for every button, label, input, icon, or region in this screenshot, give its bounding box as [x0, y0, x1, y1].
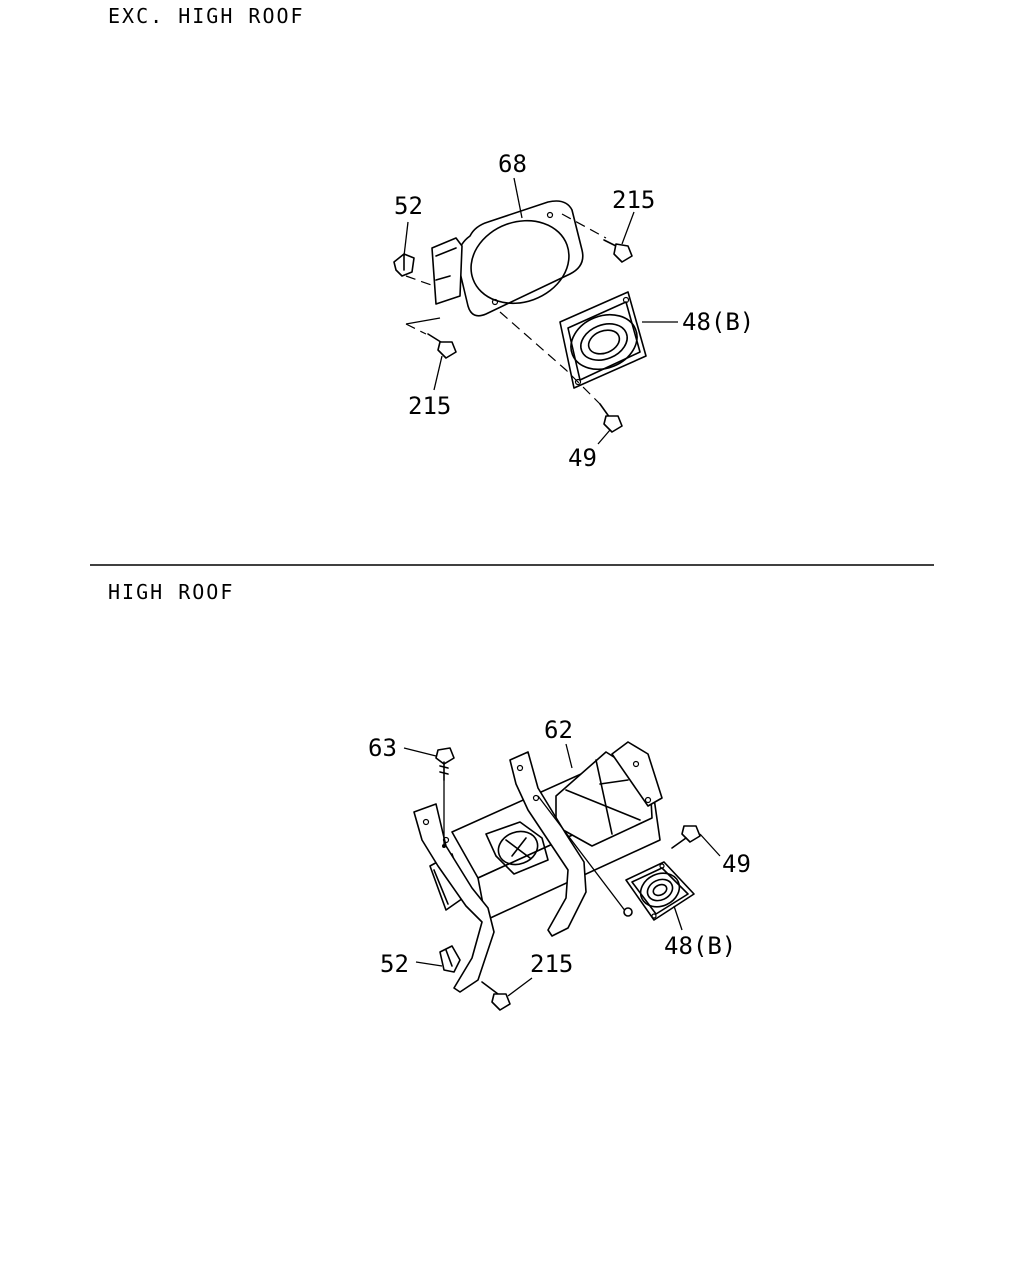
label-48b-bottom: 48(B)	[664, 932, 736, 960]
label-48b-top: 48(B)	[682, 308, 754, 336]
speaker-48b-bottom	[625, 861, 695, 921]
leader-52	[403, 221, 409, 257]
leader-49	[699, 833, 721, 857]
section-heading-high-roof: HIGH ROOF	[108, 580, 234, 604]
screw-215-bottom	[481, 981, 511, 1011]
alignment-line	[405, 323, 427, 335]
alignment-line	[561, 213, 607, 239]
screw-215-top-right	[603, 239, 633, 263]
label-68: 68	[498, 150, 527, 178]
label-215-top: 215	[612, 186, 655, 214]
label-49-bottom: 49	[722, 850, 751, 878]
leader-52	[415, 961, 443, 967]
section-heading-exc-high-roof: EXC. HIGH ROOF	[108, 4, 305, 28]
alignment-point	[442, 844, 446, 848]
label-62: 62	[544, 716, 573, 744]
leader-48b	[673, 905, 683, 931]
label-63: 63	[368, 734, 397, 762]
label-215-bottom: 215	[408, 392, 451, 420]
leader-215	[433, 355, 443, 391]
alignment-line	[405, 317, 441, 325]
leader-63	[403, 747, 437, 757]
label-215-bottom-section: 215	[530, 950, 573, 978]
alignment-line	[499, 311, 601, 405]
label-52-top: 52	[394, 192, 423, 220]
alignment-line	[537, 795, 627, 913]
leader-215	[621, 211, 635, 245]
clip-52-bottom	[439, 945, 461, 973]
leader-68	[513, 177, 523, 219]
screw-49-top	[599, 403, 623, 433]
screw-63	[435, 747, 455, 781]
screw-49-bottom	[671, 825, 701, 849]
leader-49	[597, 429, 611, 445]
label-52-bottom: 52	[380, 950, 409, 978]
alignment-point	[623, 907, 633, 917]
leader-215	[507, 977, 533, 997]
screw-215-bottom-left	[427, 333, 457, 359]
leader-62	[565, 743, 573, 769]
speaker-bracket-68	[431, 200, 584, 317]
clip-52-top	[393, 253, 415, 277]
speaker-48b-top	[559, 291, 647, 389]
alignment-line	[405, 275, 435, 287]
label-49-top: 49	[568, 444, 597, 472]
